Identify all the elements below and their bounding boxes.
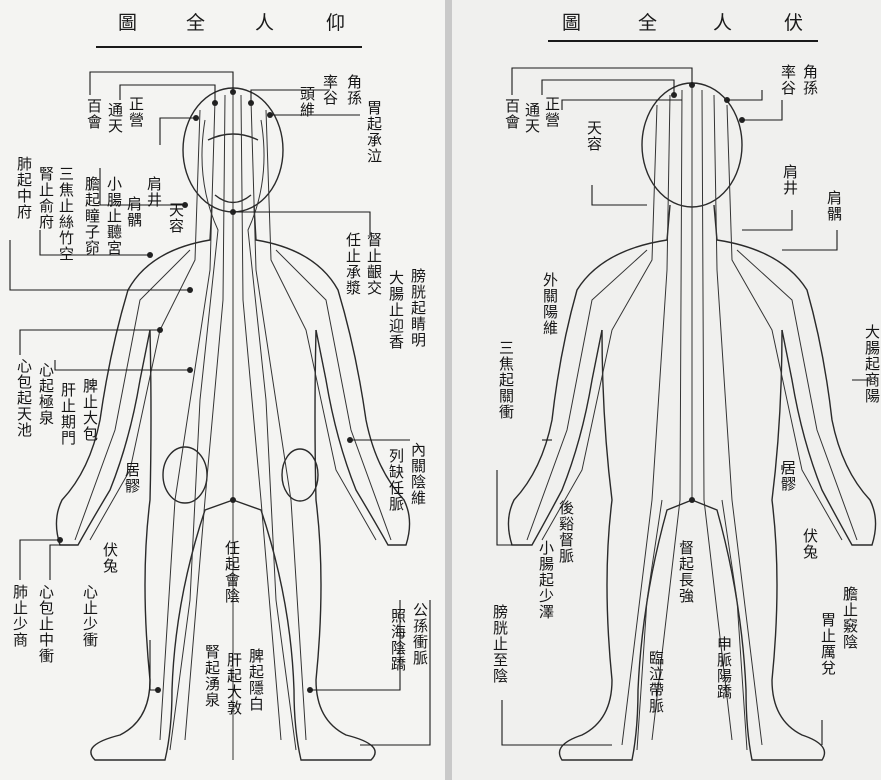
label-neiguan: 內關陰維 — [410, 442, 426, 506]
label-touwei: 頭維 — [299, 86, 315, 118]
label-xinbao-zhongchong: 心包止中衝 — [38, 584, 54, 664]
label-xiaochang-tinggong: 小腸止聽宮 — [106, 176, 122, 256]
label-baihui: 百會 — [86, 98, 102, 130]
label-ren-chengjiang: 任止承漿 — [345, 232, 361, 296]
label-tongtian: 通天 — [107, 102, 123, 134]
label-jiaosun: 角孫 — [346, 74, 362, 106]
label-du-yinjiao: 督止齦交 — [366, 232, 382, 296]
label-fei-shaoshang: 肺止少商 — [12, 584, 28, 648]
label-juliao: 居髎 — [124, 462, 140, 494]
label-sanjiao-guanchong: 三焦起關衝 — [498, 340, 514, 420]
label-ren-huiyin: 任起會陰 — [224, 540, 240, 604]
label-du-changqiang: 督起長強 — [678, 540, 694, 604]
label-linqi: 臨泣帶脈 — [648, 650, 664, 714]
label-jianyu: 肩髃 — [126, 196, 142, 228]
label-wei-chengqi: 胃起承泣 — [366, 100, 382, 164]
label-futu: 伏兔 — [802, 528, 818, 560]
label-dan-tongziliao: 膽起瞳子窌 — [84, 176, 100, 256]
label-sanjiao: 三焦止絲竹空 — [58, 166, 74, 262]
label-xin-shaochong: 心止少衝 — [82, 584, 98, 648]
label-dan-qiaoyin: 膽止竅陰 — [842, 586, 858, 650]
label-juliao: 居髎 — [780, 460, 796, 492]
label-tianrong: 天容 — [586, 120, 602, 152]
meridian-lines — [527, 85, 857, 750]
label-gan-qimen: 肝止期門 — [60, 382, 76, 446]
label-zhengying: 正營 — [544, 96, 560, 128]
label-jiaosun: 角孫 — [802, 64, 818, 96]
label-fei-zhongfu: 肺起中府 — [16, 156, 32, 220]
label-futu: 伏兔 — [102, 542, 118, 574]
label-pi-yinbai: 脾起隱白 — [248, 648, 264, 712]
label-jianjing: 肩井 — [146, 176, 162, 208]
label-xin-jiquan: 心起極泉 — [38, 362, 54, 426]
label-zhengying: 正營 — [128, 96, 144, 128]
label-pangguang-jingming: 膀胱起睛明 — [410, 268, 426, 348]
label-houxi: 後谿督脈 — [558, 500, 574, 564]
label-tianrong: 天容 — [168, 202, 184, 234]
label-pi-dabao: 脾止大包 — [82, 378, 98, 442]
label-tongtian: 通天 — [524, 102, 540, 134]
label-gongsun: 公孫衝脈 — [412, 602, 428, 666]
label-dachang-shangyang: 大腸起商陽 — [864, 324, 880, 404]
label-zhaohai: 照海陰蹻 — [390, 608, 406, 672]
label-gan-dadun: 肝起大敦 — [226, 652, 242, 716]
label-jianjing: 肩井 — [782, 164, 798, 196]
label-waiguan: 外關陽維 — [542, 272, 558, 336]
acupoint-dots — [57, 89, 353, 693]
supine-figure-panel: 圖 全 人 仰 — [0, 0, 445, 780]
label-dachang-yingxiang: 大腸止迎香 — [388, 270, 404, 350]
label-wei-lidui: 胃止厲兌 — [820, 612, 836, 676]
label-shuaigu: 率谷 — [322, 74, 338, 106]
label-shen-shufu: 腎止俞府 — [38, 166, 54, 230]
label-lieque: 列缺任脈 — [388, 448, 404, 512]
label-xiaochang-shaoze: 小腸起少澤 — [538, 540, 554, 620]
label-shen-yongquan: 腎起湧泉 — [204, 644, 220, 708]
label-baihui: 百會 — [504, 98, 520, 130]
label-xinbao-tianchi: 心包起天池 — [16, 358, 32, 438]
label-pangguang-zhiyin: 膀胱止至陰 — [492, 604, 508, 684]
page-gutter — [445, 0, 452, 780]
label-shenmai: 申脈陽蹻 — [716, 636, 732, 700]
label-shuaigu: 率谷 — [780, 64, 796, 96]
label-jianyu: 肩髃 — [826, 190, 842, 222]
prone-figure-panel: 圖 全 人 伏 — [452, 0, 881, 780]
